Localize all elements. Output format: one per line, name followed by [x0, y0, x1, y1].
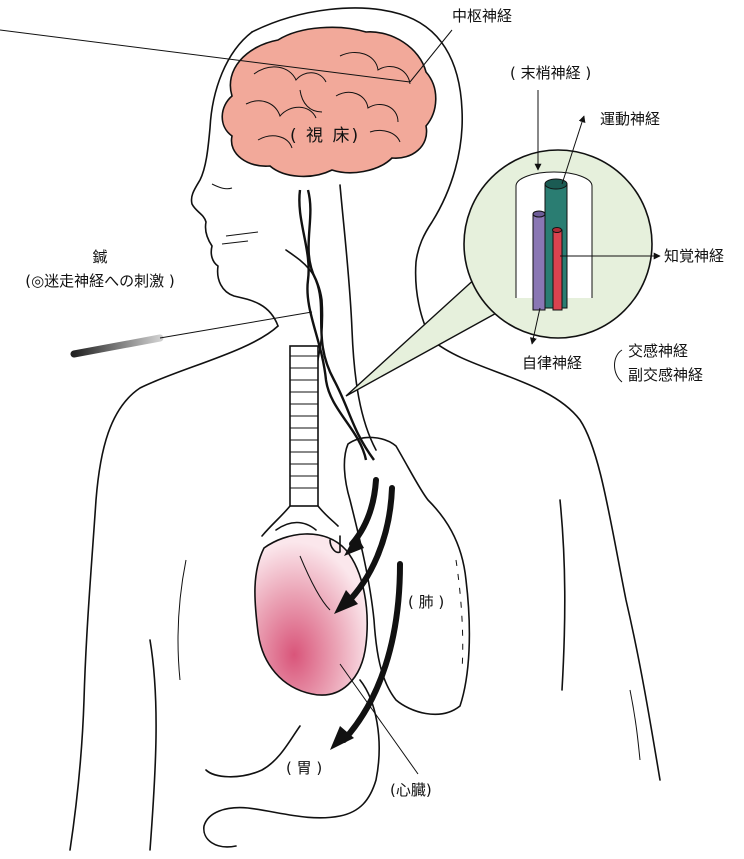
trachea	[262, 346, 338, 536]
lung-label: ( 肺 )	[408, 593, 444, 611]
acupuncture-needle	[74, 312, 312, 354]
motor-nerve-label: 運動神経	[600, 110, 660, 128]
autonomic-bracket	[615, 350, 623, 382]
thalamus-label: ( 視 床)	[290, 126, 360, 146]
parasympathetic-nerve-label: 副交感神経	[628, 366, 703, 384]
heart-label: (心臓)	[390, 781, 432, 799]
stomach: ( 胃 )	[204, 680, 379, 847]
autonomic-nerve-label: 自律神経	[522, 354, 582, 372]
brain: ( 視 床)	[222, 27, 436, 176]
sensory-nerve-label: 知覚神経	[664, 247, 724, 265]
lung: ( 肺 )	[344, 437, 469, 714]
nerve-cross-section-callout	[346, 150, 652, 396]
stomach-label: ( 胃 )	[286, 759, 322, 777]
central-nerve-label: 中枢神経	[452, 7, 512, 25]
sensory-nerve-fiber	[553, 230, 562, 310]
vagus-stimulation-label: (◎迷走神経への刺激 )	[25, 272, 175, 290]
autonomic-nerve-fiber	[533, 214, 545, 310]
needle-label: 鍼	[92, 248, 107, 266]
sympathetic-nerve-label: 交感神経	[628, 342, 688, 360]
peripheral-nerve-label: ( 末梢神経 )	[510, 64, 591, 82]
